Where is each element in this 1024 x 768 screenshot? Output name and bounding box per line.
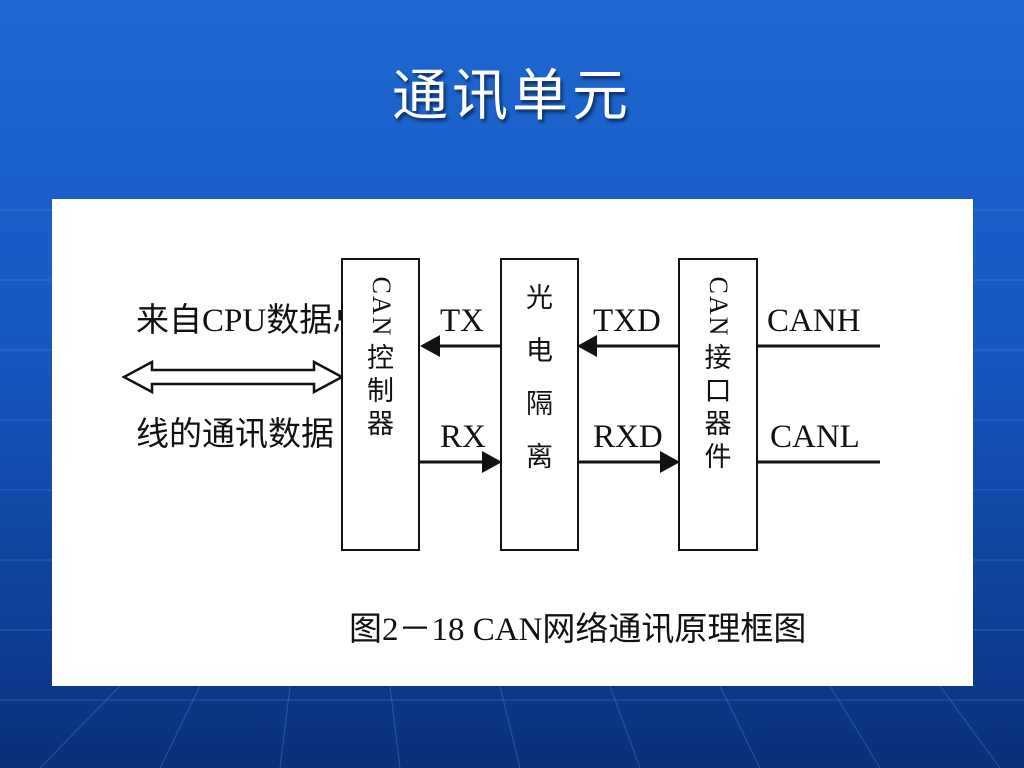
diagram-panel: 来自CPU数据总 线的通讯数据 CAN 控 制 器 光 电 隔 离 CAN 接 …	[52, 199, 973, 686]
signal-rxd: RXD	[593, 419, 663, 455]
cpu-label-top: 来自CPU数据总	[136, 303, 366, 339]
signal-canl: CANL	[770, 419, 860, 455]
opto-char-1: 光	[526, 283, 553, 314]
can-interface-char-3: 器	[704, 409, 732, 440]
opto-isolation-box: 光 电 隔 离	[500, 258, 579, 551]
can-controller-char-1: 控	[367, 343, 394, 374]
slide-title: 通讯单元	[392, 64, 632, 129]
figure-caption: 图2－18 CAN网络通讯原理框图	[349, 612, 807, 648]
can-interface-char-2: 口	[704, 376, 732, 407]
opto-char-3: 隔	[526, 389, 553, 420]
signal-txd: TXD	[593, 303, 661, 339]
can-controller-latin-wrap: CAN	[364, 272, 397, 342]
signal-canh: CANH	[767, 303, 861, 339]
signal-tx: TX	[440, 303, 484, 339]
cpu-label-bottom: 线的通讯数据	[136, 417, 334, 453]
can-interface-latin: CAN	[704, 276, 733, 338]
can-interface-char-1: 接	[704, 343, 732, 374]
can-interface-box: CAN 接 口 器 件	[678, 258, 758, 551]
can-interface-latin-wrap: CAN	[702, 272, 735, 342]
can-controller-char-2: 制	[367, 376, 394, 407]
opto-char-4: 离	[526, 442, 553, 473]
opto-char-2: 电	[526, 336, 553, 367]
can-controller-latin: CAN	[366, 276, 396, 338]
can-controller-char-3: 器	[367, 409, 394, 440]
can-interface-char-4: 件	[704, 442, 732, 473]
signal-rx: RX	[440, 419, 486, 455]
can-controller-box: CAN 控 制 器	[341, 258, 420, 551]
